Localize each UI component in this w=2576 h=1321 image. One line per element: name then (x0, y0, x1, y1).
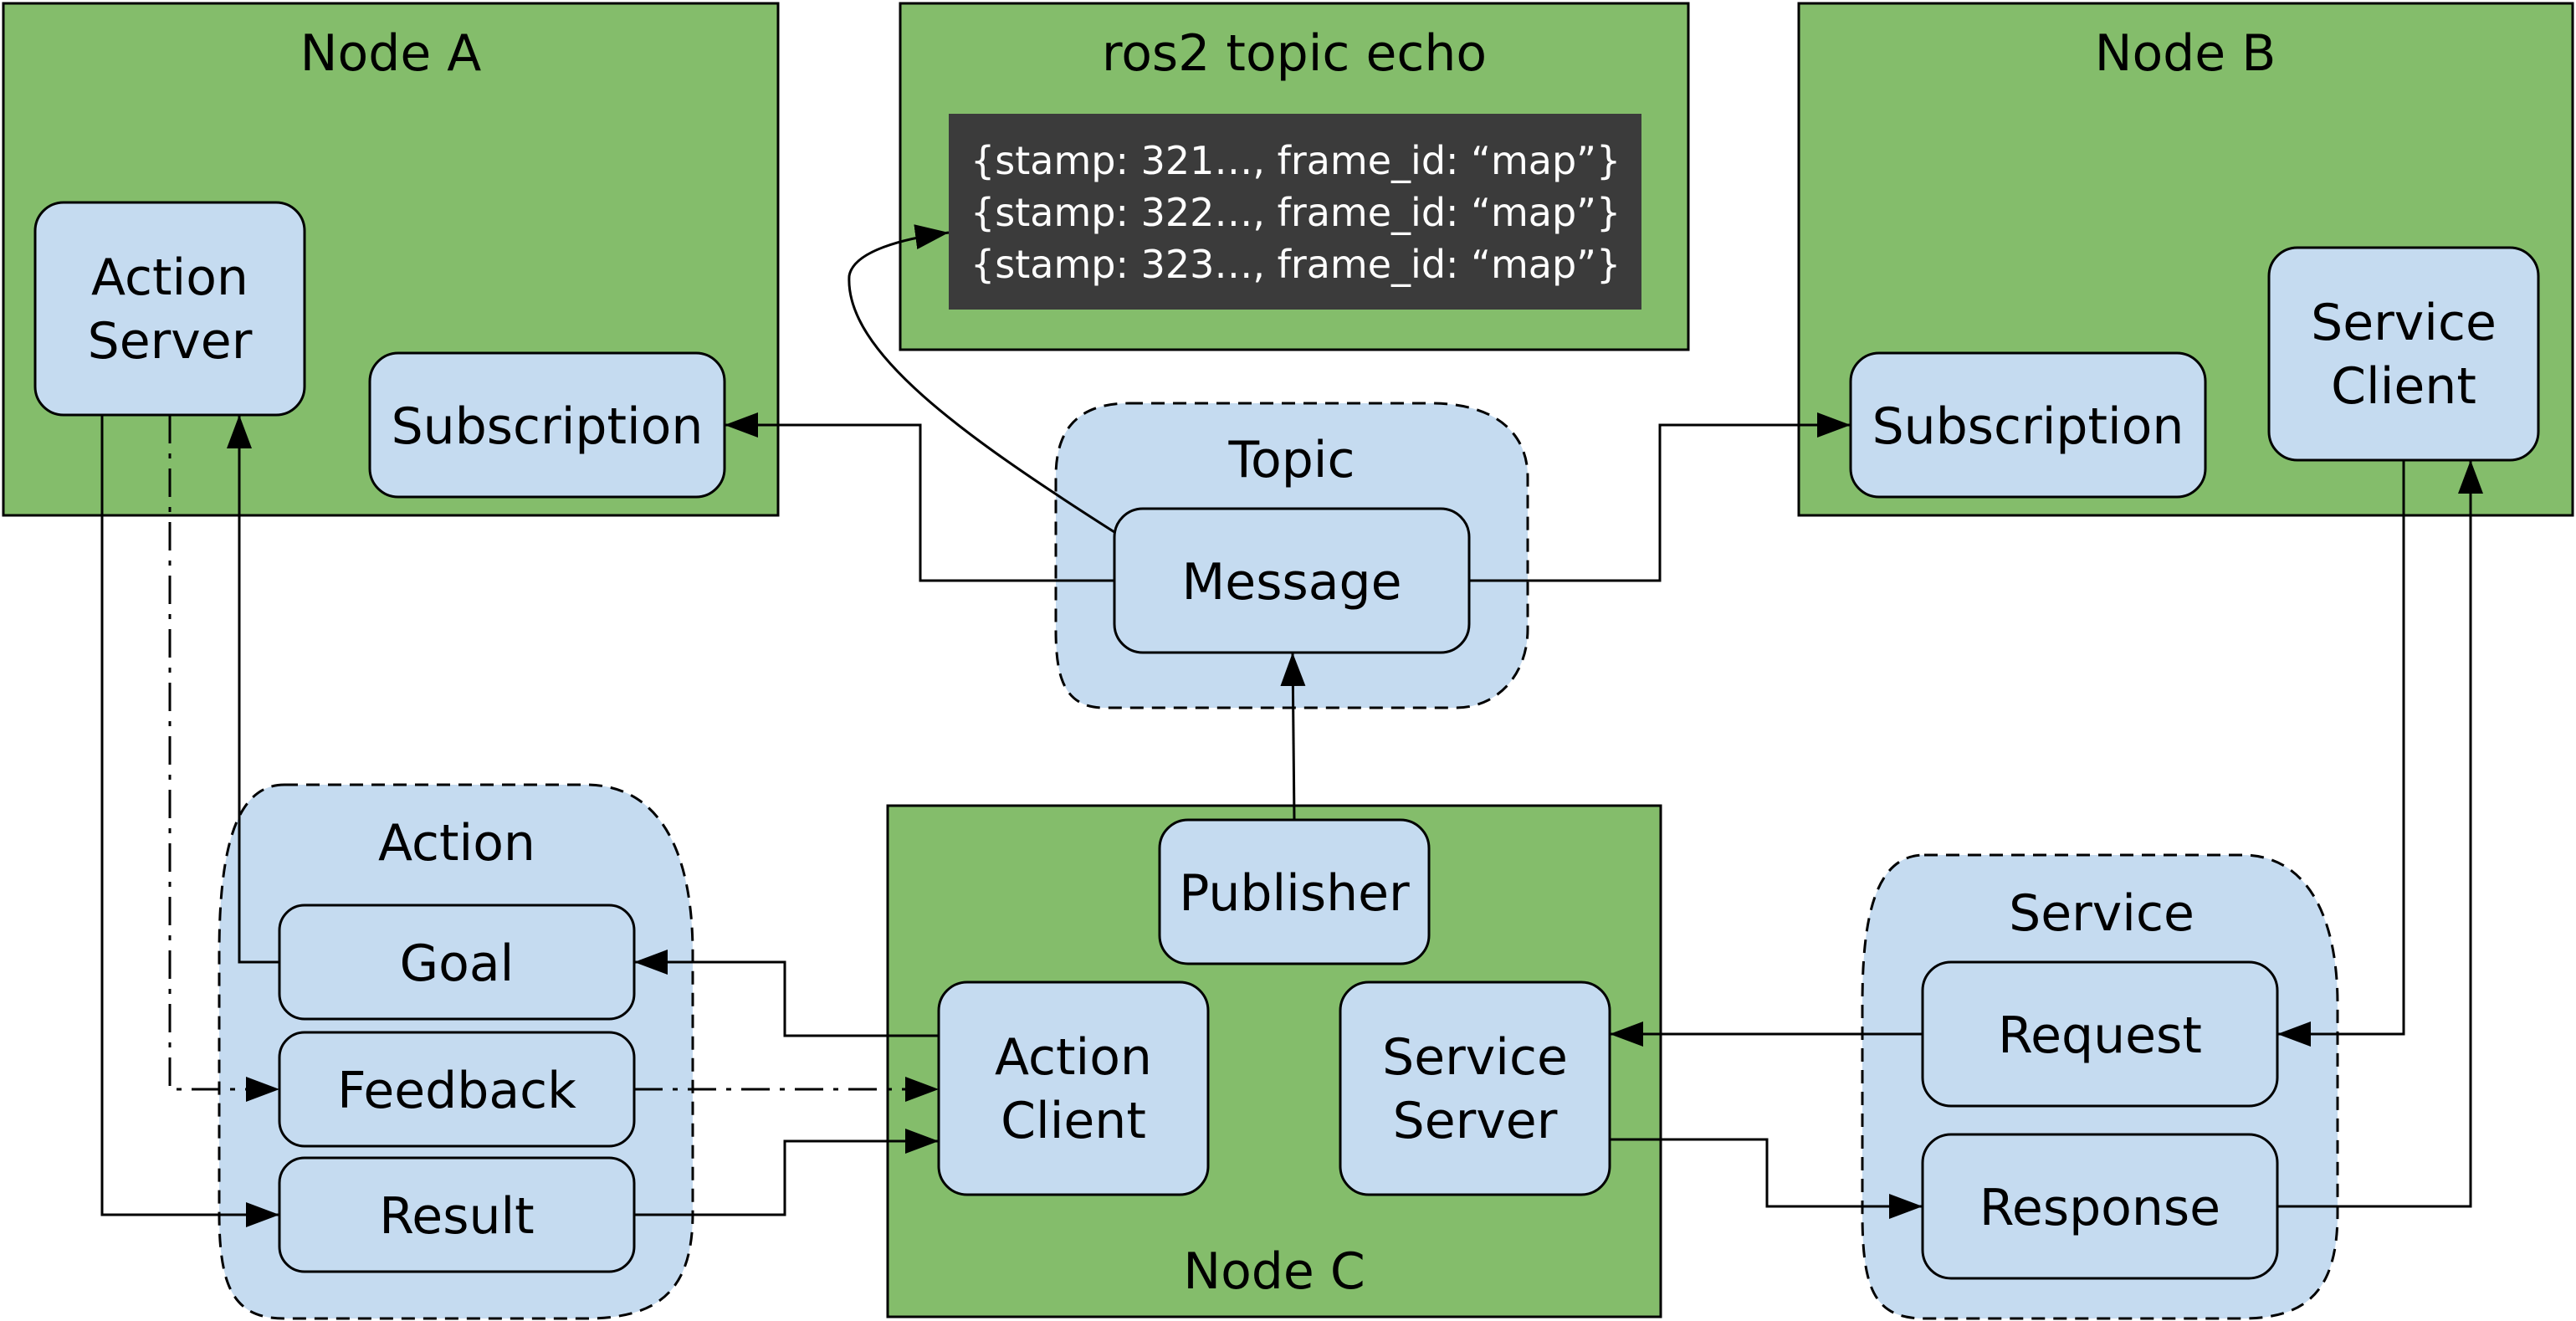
action-title: Action (378, 814, 535, 873)
svg-text:Server: Server (88, 312, 253, 371)
message: Message (1113, 507, 1471, 654)
service-server: Service Server (1339, 981, 1611, 1196)
arrow-server-to-feedback-head (246, 1077, 279, 1102)
arrow-message-to-subscription-a (725, 412, 1114, 582)
topic-title: Topic (1228, 431, 1355, 489)
svg-text:Feedback: Feedback (337, 1062, 576, 1120)
response: Response (1921, 1133, 2279, 1280)
subscription-b: Subscription (1849, 351, 2207, 499)
connectors (100, 224, 2483, 1227)
subscription-a: Subscription (368, 351, 726, 499)
svg-text:Goal: Goal (400, 934, 515, 993)
arrow-response-to-client (2277, 460, 2483, 1208)
svg-text:Service: Service (2311, 294, 2497, 352)
feedback: Feedback (278, 1031, 636, 1148)
svg-text:Service: Service (1382, 1028, 1568, 1087)
arrow-goal-to-server (227, 415, 279, 964)
arrow-publisher-to-message (1280, 652, 1306, 821)
arrow-result-to-client (634, 1129, 939, 1216)
publisher: Publisher (1158, 818, 1431, 965)
node-b-title: Node B (2095, 24, 2276, 83)
arrow-message-to-subscription-b (1469, 412, 1851, 582)
svg-text:Result: Result (379, 1187, 534, 1246)
echo-terminal (949, 114, 1641, 310)
echo-line-2: {stamp: 322…, frame_id: “map”} (970, 190, 1621, 235)
arrow-server-to-result (100, 415, 279, 1227)
arrow-server-to-response (1610, 1138, 1923, 1219)
action-client: Action Client (937, 981, 1210, 1196)
svg-text:Message: Message (1182, 553, 1402, 612)
svg-text:Subscription: Subscription (1872, 397, 2184, 456)
svg-text:Action: Action (91, 248, 248, 307)
arrow-message-to-echo (848, 224, 1115, 534)
svg-text:Client: Client (2331, 357, 2476, 416)
svg-text:Server: Server (1393, 1092, 1558, 1150)
node-c-title: Node C (1183, 1242, 1365, 1301)
arrow-feedback-to-client-head (905, 1077, 939, 1102)
result: Result (278, 1156, 636, 1273)
service-title: Service (2009, 884, 2194, 943)
echo-line-1: {stamp: 321…, frame_id: “map”} (970, 138, 1621, 183)
arrow-client-to-request (2277, 460, 2405, 1047)
svg-text:Client: Client (1001, 1092, 1146, 1150)
svg-text:Subscription: Subscription (392, 397, 704, 456)
arrow-client-to-goal (634, 950, 939, 1037)
goal: Goal (278, 904, 636, 1021)
svg-text:Response: Response (1979, 1179, 2220, 1237)
node-a-title: Node A (300, 24, 482, 83)
echo-title: ros2 topic echo (1102, 24, 1487, 83)
service-client: Service Client (2267, 246, 2540, 462)
echo-panel: ros2 topic echo {stamp: 321…, frame_id: … (899, 2, 1690, 351)
request: Request (1921, 960, 2279, 1108)
svg-text:Request: Request (1998, 1006, 2202, 1065)
echo-line-3: {stamp: 323…, frame_id: “map”} (970, 242, 1621, 287)
svg-text:Action: Action (995, 1028, 1152, 1087)
arrow-server-to-feedback (168, 415, 248, 1091)
action-server: Action Server (33, 201, 306, 417)
svg-text:Publisher: Publisher (1179, 864, 1410, 923)
